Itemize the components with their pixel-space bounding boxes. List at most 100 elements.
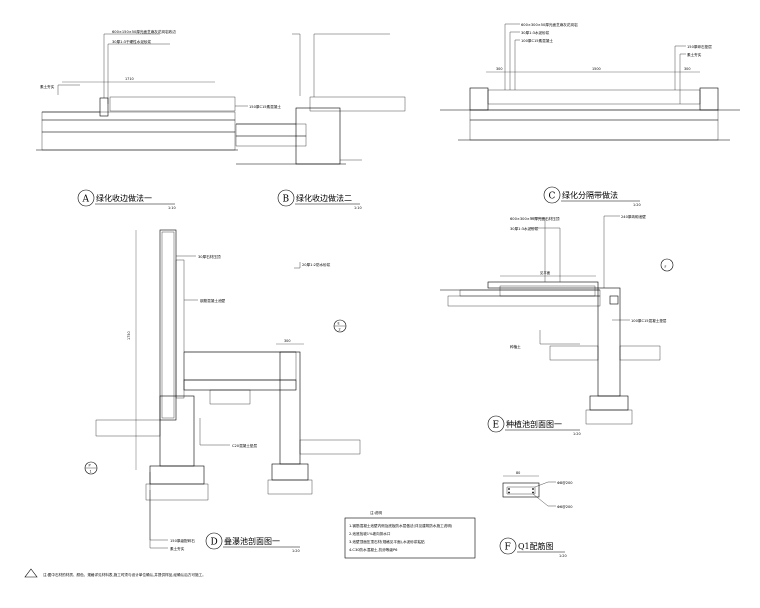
detail-e: 见平面 600×300×30厚光面石材压顶 30厚1:3水泥砂浆 240厚砖砌池… bbox=[440, 214, 674, 436]
a-note-1: 600×150×50厚光面芝麻灰花岗岩收边 bbox=[112, 29, 176, 34]
d-pool-water bbox=[183, 351, 297, 381]
b-title: 绿化收边做法二 bbox=[296, 193, 352, 203]
f-title: Q1配筋图 bbox=[518, 541, 554, 551]
d-pool-slab bbox=[183, 379, 297, 391]
e-note-3: 240厚砖砌池壁 bbox=[621, 214, 646, 219]
c-dim-right: 300 bbox=[684, 67, 690, 71]
d-note-3: 20厚1:2防水砂浆 bbox=[302, 262, 331, 267]
a-curb-stone bbox=[99, 97, 109, 117]
b-concrete-bed bbox=[235, 123, 307, 137]
c-gravel bbox=[469, 119, 719, 141]
a-concrete-bed bbox=[41, 111, 236, 121]
d-left-gravel bbox=[145, 483, 209, 501]
a-dim-width: 1710 bbox=[125, 77, 134, 81]
e-ref-letter: F bbox=[665, 265, 667, 269]
a-scale: 1:10 bbox=[168, 206, 176, 210]
e-planting-soil bbox=[499, 285, 596, 297]
c-planting bbox=[487, 89, 701, 105]
c-note-1: 600×300×50厚光面芝麻灰花岗岩 bbox=[521, 22, 578, 27]
d-right-base bbox=[271, 463, 309, 481]
footnote: 注:图中石材的材质、颜色、规格详见材料表,施工时须与设计单位确认,并提供样品,经… bbox=[24, 568, 206, 578]
a-detail-bubble bbox=[77, 189, 95, 207]
d-right-soil bbox=[299, 439, 361, 455]
a-planting-soil bbox=[109, 96, 236, 112]
c-concrete bbox=[469, 109, 719, 121]
e-gravel bbox=[447, 295, 601, 307]
d-left-footing bbox=[159, 395, 195, 467]
d-ref-letter: E bbox=[338, 322, 340, 326]
notes-line-1: 1.钢筋混凝土池壁内侧及底板防水层做法(详见建筑防水施工说明) bbox=[349, 523, 453, 528]
b-mortar bbox=[235, 135, 307, 147]
b-detail-bubble bbox=[277, 189, 295, 207]
c-note-3: 100厚C15素混凝土 bbox=[521, 38, 553, 43]
a-title: 绿化收边做法一 bbox=[96, 193, 152, 203]
e-note-4: 100厚C15混凝土垫层 bbox=[631, 318, 667, 323]
d-note-6: 素土夯实 bbox=[170, 546, 185, 551]
a-note-4: 150厚C15素混凝土 bbox=[249, 104, 281, 109]
d-dim-height: 1750 bbox=[127, 331, 131, 340]
c-dim-left: 300 bbox=[496, 67, 502, 71]
c-note-2: 30厚1:3水泥砂浆 bbox=[521, 30, 550, 35]
e-detail-bubble bbox=[487, 415, 505, 433]
e-dim-width: 见平面 bbox=[540, 270, 551, 275]
e-note-2: 30厚1:3水泥砂浆 bbox=[510, 226, 539, 231]
d-note-5: 150厚级配碎石 bbox=[170, 538, 195, 543]
d-cascade-face bbox=[175, 259, 185, 399]
notes-frame bbox=[344, 517, 476, 559]
f-section bbox=[502, 482, 540, 498]
a-letter: A bbox=[82, 195, 90, 205]
e-note-5: 种植土 bbox=[510, 344, 521, 349]
d-detail-bubble bbox=[205, 532, 223, 550]
warning-icon bbox=[24, 568, 38, 578]
b-planting-soil bbox=[309, 96, 406, 112]
notes-header: 注:说明 bbox=[370, 510, 382, 515]
notes-line-4: 4.C30防水混凝土,抗渗等级P6 bbox=[349, 547, 398, 552]
notes-line-3: 3.池壁顶面压顶石材(规格见平面),水泥砂浆粘贴 bbox=[349, 539, 425, 544]
f-detail-bubble bbox=[499, 537, 517, 555]
d-ref-sub: 2 bbox=[339, 328, 341, 332]
a-gravel-base bbox=[41, 131, 236, 151]
e-letter: E bbox=[493, 421, 500, 431]
d-scale: 1:20 bbox=[292, 549, 300, 553]
c-detail-bubble bbox=[543, 186, 561, 204]
a-note-3: 素土夯实 bbox=[40, 84, 55, 89]
d-left-base bbox=[149, 465, 205, 485]
f-dim-width: 80 bbox=[516, 471, 520, 475]
e-section-ref bbox=[660, 258, 674, 272]
d-right-gravel bbox=[267, 479, 313, 495]
e-base-gravel bbox=[585, 409, 633, 425]
c-letter: C bbox=[549, 192, 556, 202]
c-note-5: 素土夯实 bbox=[687, 52, 702, 57]
c-title: 绿化分隔带做法 bbox=[562, 190, 618, 200]
d-note-1: 30厚石材压顶 bbox=[198, 254, 221, 259]
e-title: 种植池剖面图一 bbox=[506, 419, 562, 429]
detail-d: 1750 300 30厚石材压顶 钢筋混凝土池壁 20厚1:2防水砂浆 C20混… bbox=[84, 229, 361, 553]
detail-c: 300 1500 300 600×300×50厚光面芝麻灰花岗岩 30厚1:3水… bbox=[440, 22, 740, 207]
f-note-1: Φ8@200 bbox=[557, 481, 573, 485]
footnote-text: 注:图中石材的材质、颜色、规格详见材料表,施工时须与设计单位确认,并提供样品,经… bbox=[43, 572, 206, 577]
c-curb-left bbox=[469, 87, 489, 111]
notes-line-2: 2.池底找坡1%坡向排水口 bbox=[349, 531, 391, 536]
d-note-2: 钢筋混凝土池壁 bbox=[200, 298, 226, 303]
detail-f: 80 Φ8@200 Φ6@200 F Q1配筋图 1:20 bbox=[499, 471, 573, 558]
notes-box: 注:说明 1.钢筋混凝土池壁内侧及底板防水层做法(详见建筑防水施工说明) 2.池… bbox=[344, 510, 476, 559]
c-dim-mid: 1500 bbox=[592, 67, 601, 71]
a-note-2: 30厚1:3干硬性水泥砂浆 bbox=[112, 39, 152, 44]
d-dim-top: 300 bbox=[284, 339, 290, 343]
c-curb-right bbox=[699, 87, 719, 111]
d-left-ref-letter: P bbox=[89, 464, 91, 468]
b-letter: B bbox=[283, 195, 290, 205]
d-right-wall bbox=[279, 351, 301, 465]
d-back-wall bbox=[159, 229, 177, 421]
b-scale: 1:10 bbox=[354, 206, 362, 210]
d-left-ref-sub: 1 bbox=[90, 470, 92, 474]
detail-b: B 绿化收边做法二 1:10 bbox=[235, 33, 406, 210]
d-letter: D bbox=[211, 538, 218, 548]
d-note-4: C20混凝土垫层 bbox=[232, 443, 257, 448]
f-letter: F bbox=[505, 543, 511, 553]
d-left-soil bbox=[95, 419, 161, 437]
a-mortar-layer bbox=[41, 119, 236, 133]
c-note-4: 150厚碎石垫层 bbox=[687, 44, 712, 49]
